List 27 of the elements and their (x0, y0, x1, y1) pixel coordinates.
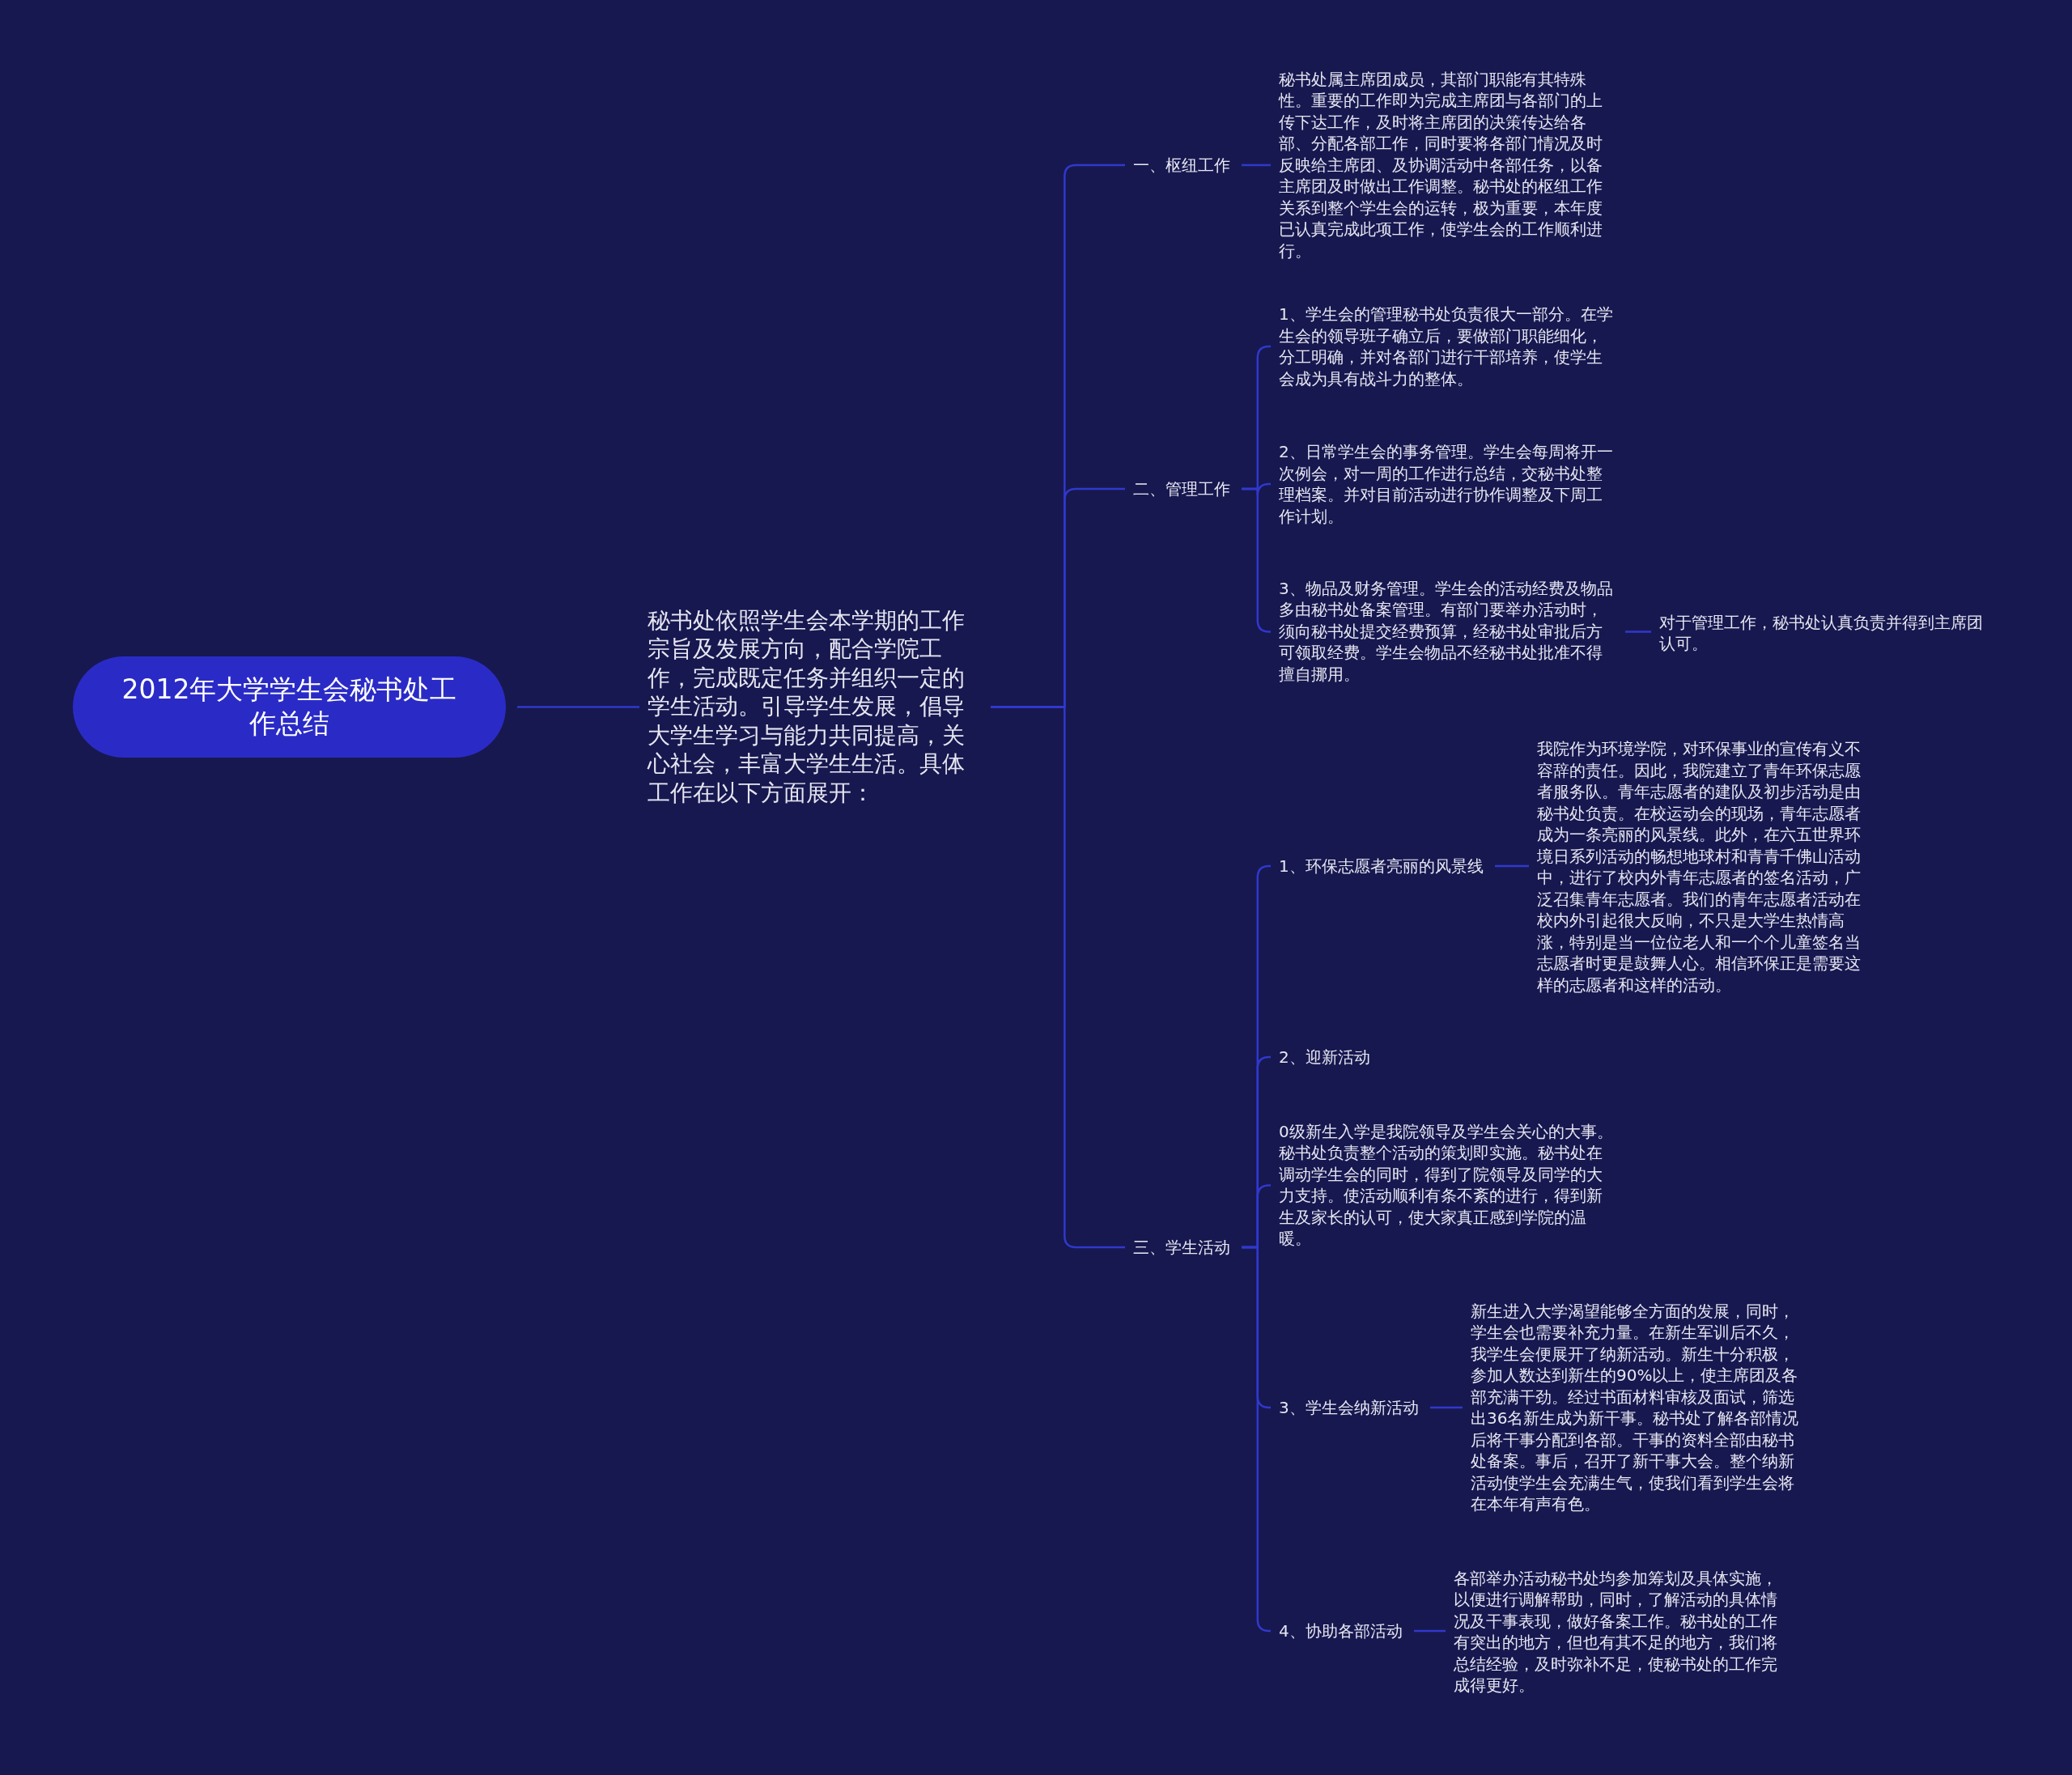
branch-label: 二、管理工作 (1133, 478, 1230, 499)
note-text: 新生进入大学渴望能够全方面的发展，同时，学生会也需要补充力量。在新生军训后不久，我学生会便展开了纳新活动。新生十分积极，参加人数达到新生的90%以上，使主席团及各部充满干劲。经过书面材料审核及面试，筛选出36名新生成为新干事。秘书处了解各部情况后将干事分配到各部。干事的资料全部由秘书处备案。事后，召开了新干事大会。整个纳新活动使学生会充满生气，使我们看到学生会将在本年有声有色。 (1471, 1300, 1807, 1515)
connector-line (1414, 1629, 1446, 1633)
topic-text: 秘书处依照学生会本学期的工作宗旨及发展方向，配合学院工作，完成既定任务并组织一定的学生活动。引导学生发展，倡导大学生学习与能力共同提高，关心社会，丰富大学生生活。具体工作在以下方面展开： (648, 605, 979, 807)
note-text: 3、物品及财务管理。学生会的活动经费及物品多由秘书处备案管理。有部门要举办活动时，须向秘书处提交经费预算，经秘书处审批后方可领取经费。学生会物品不经秘书处批准不得擅自挪用。 (1279, 577, 1614, 685)
connector-line (991, 706, 1125, 1249)
connector-line (1625, 631, 1651, 633)
branch-label: 一、枢纽工作 (1133, 155, 1230, 176)
branch-label: 2、迎新活动 (1279, 1047, 1370, 1068)
connector-line (1495, 864, 1529, 868)
note-text: 各部举办活动秘书处均参加筹划及具体实施，以便进行调解帮助，同时，了解活动的具体情况及干事表现，做好备案工作。秘书处的工作有突出的地方，但也有其不足的地方，我们将总结经验，及时弥补不足，使秘书处的工作完成得更好。 (1454, 1567, 1790, 1696)
branch-label: 3、学生会纳新活动 (1279, 1397, 1419, 1418)
branch-label: 1、环保志愿者亮丽的风景线 (1279, 856, 1484, 877)
connector-line (1242, 487, 1271, 633)
root-node: 2012年大学学生会秘书处工作总结 (73, 656, 506, 758)
note-text: 1、学生会的管理秘书处负责很大一部分。在学生会的领导班子确立后，要做部门职能细化，分工明确，并对各部门进行干部培养，使学生会成为具有战斗力的整体。 (1279, 304, 1614, 389)
connector-line (517, 706, 639, 708)
note-text: 0级新生入学是我院领导及学生会关心的大事。秘书处负责整个活动的策划即实施。秘书处在调动学生会的同时，得到了院领导及同学的大力支持。使活动顺利有条不紊的进行，得到新生及家长的认可，使大家真正感到学院的温暖。 (1279, 1120, 1614, 1250)
note-text: 我院作为环境学院，对环保事业的宣传有义不容辞的责任。因此，我院建立了青年环保志愿者服务队。青年志愿者的建队及初步活动是由秘书处负责。在校运动会的现场，青年志愿者成为一条亮丽的风景线。此外，在六五世界环境日系列活动的畅想地球村和青青千佛山活动中，进行了校内外青年志愿者的签名活动，广泛召集青年志愿者。我们的青年志愿者活动在校内外引起很大反响，不只是大学生热情高涨，特别是当一位位老人和一个个儿童签名当志愿者时更是鼓舞人心。相信环保正是需要这样的志愿者和这样的活动。 (1537, 738, 1872, 996)
note-text: 2、日常学生会的事务管理。学生会每周将开一次例会，对一周的工作进行总结，交秘书处整理档案。并对目前活动进行协作调整及下周工作计划。 (1279, 441, 1614, 527)
connector-line (1242, 1246, 1272, 1633)
note-text: 秘书处属主席团成员，其部门职能有其特殊性。重要的工作即为完成主席团与各部门的上传下达工作，及时将主席团的决策传达给各部、分配各部工作，同时要将各部门情况及时反映给主席团、及协调活动中各部任务，以备主席团及时做出工作调整。秘书处的枢纽工作关系到整个学生会的运转，极为重要，本年度已认真完成此项工作，使学生会的工作顺利进行。 (1279, 68, 1614, 261)
branch-label: 4、协助各部活动 (1279, 1620, 1403, 1641)
connector-line (1242, 163, 1271, 167)
connector-line (1430, 1406, 1463, 1409)
branch-label: 三、学生活动 (1133, 1237, 1230, 1258)
note-text: 对于管理工作，秘书处认真负责并得到主席团认可。 (1659, 611, 1998, 655)
